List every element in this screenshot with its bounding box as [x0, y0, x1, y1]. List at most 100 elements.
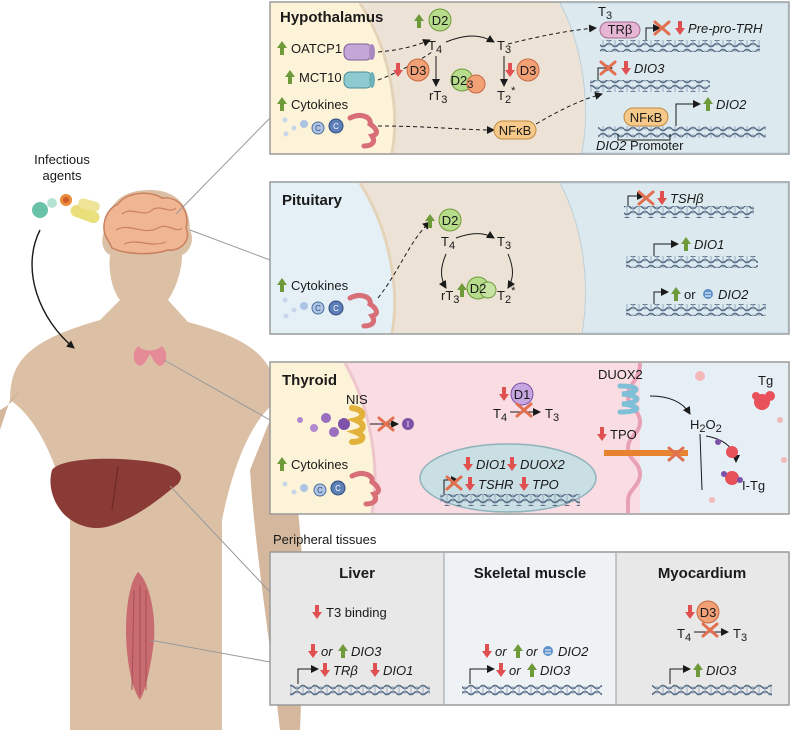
myo-d3-label: D3 [700, 605, 717, 620]
duox2-gene-label: DUOX2 [520, 457, 566, 472]
nfkb-label: NFκB [499, 123, 532, 138]
iodide-label: I [407, 420, 409, 429]
svg-text:C: C [315, 124, 321, 133]
h2o2-arrow [649, 395, 691, 415]
connector-thyroid [163, 359, 271, 421]
transport-arrow [377, 39, 431, 53]
signal-arrow [377, 221, 431, 299]
pituitary-dio2-label: DIO2 [718, 287, 749, 302]
myocardium-title: Myocardium [658, 565, 746, 582]
d3-left-label: D3 [410, 63, 427, 78]
pituitary-d2-top-label: D2 [442, 213, 459, 228]
liver-or-label: or [321, 644, 333, 659]
nis-transporter-icon [346, 405, 366, 445]
dna-strand [652, 684, 772, 696]
rt3-label: rT3 [429, 88, 447, 106]
t2-label: T2* [497, 85, 516, 106]
dio3-label: DIO3 [634, 61, 665, 76]
thyroglobulin-icon [695, 371, 787, 503]
d2-label: D2 [432, 13, 449, 28]
d1-label: D1 [514, 387, 531, 402]
tpo-label: TPO [610, 427, 637, 442]
svg-text:C: C [317, 486, 323, 495]
connector-pituitary [189, 229, 271, 261]
liver-dio1-label: DIO1 [383, 663, 413, 678]
dna-strand [626, 304, 766, 316]
dna-strand [624, 206, 754, 218]
conversion-arrow [445, 35, 495, 43]
promoter-arrow [645, 24, 661, 40]
promoter-arrow [297, 665, 319, 684]
dio2-label: DIO2 [716, 97, 747, 112]
brain-icon [103, 192, 189, 255]
d3-enzyme-icon [406, 58, 430, 82]
muscle-dio2-label: DIO2 [558, 644, 589, 659]
t3-nuclear-label: T3 [598, 4, 612, 22]
myo-t4-label: T4 [677, 626, 691, 644]
thyroid-t3-label: T3 [545, 406, 559, 424]
t4-label: T4 [428, 38, 442, 56]
thyroid-t4-label: T4 [493, 406, 507, 424]
dna-strand [626, 256, 758, 268]
itg-label: I-Tg [742, 478, 765, 493]
oatcp1-label: OATCP1 [291, 41, 342, 56]
d3-enzyme-icon [696, 600, 720, 624]
cytokine-receptor-icon [349, 471, 381, 507]
liver-title: Liver [339, 565, 375, 582]
thyroid-icon [133, 346, 167, 366]
tpo-gene-label: TPO [532, 477, 559, 492]
svg-text:C: C [335, 484, 341, 493]
promoter-arrow [653, 288, 669, 304]
trb-receptor-icon [599, 21, 641, 39]
nfkb-icon [493, 120, 537, 140]
tg-label: Tg [758, 373, 773, 388]
d2-enzyme-icon [428, 8, 452, 32]
duox2-label: DUOX2 [598, 367, 643, 382]
svg-text:C: C [315, 304, 321, 313]
iodide-icon [402, 418, 414, 430]
conversion-arrow [438, 253, 447, 289]
thyroid-panel [269, 361, 790, 515]
dna-strand [590, 80, 710, 92]
peripheral-panel [269, 551, 790, 706]
myo-t3-label: T3 [733, 626, 747, 644]
promoter-arrow [675, 100, 701, 126]
pituitary-t2-label: T2* [497, 285, 516, 306]
muscle-or1-label: or [495, 644, 507, 659]
conversion-arrow [507, 253, 516, 289]
cytokine-receptor-icon [347, 293, 379, 329]
pituitary-dio1-label: DIO1 [694, 237, 724, 252]
dna-strand [600, 40, 760, 52]
muscle-dio3-label: DIO3 [540, 663, 571, 678]
promoter-arrow [669, 665, 691, 684]
d1-enzyme-icon [510, 382, 534, 406]
muscle-or2-label: or [526, 644, 538, 659]
dio2-promoter-label: DIO2 Promoter [596, 138, 684, 153]
pituitary-t3-label: T3 [497, 234, 511, 252]
pituitary-title: Pituitary [282, 192, 343, 209]
dna-strand [598, 126, 766, 138]
pituitary-t4-label: T4 [441, 234, 455, 252]
connector-muscle [149, 639, 271, 663]
connector-hypothalamus [175, 117, 271, 215]
unchanged-icon [703, 289, 713, 299]
muscle-or3-label: or [509, 663, 521, 678]
signal-arrow [535, 91, 603, 125]
promoter-arrow [469, 665, 495, 684]
dna-strand [462, 684, 602, 696]
liver-trb-label: TRβ [333, 663, 358, 678]
d2-enzyme-icon [438, 208, 462, 232]
myo-dio3-label: DIO3 [706, 663, 737, 678]
liver-icon [50, 458, 181, 529]
connector-liver [169, 485, 271, 593]
tpo-enzyme-icon [604, 450, 688, 456]
transporter-mct10-icon [343, 71, 375, 89]
promoter-arrow [653, 240, 679, 256]
liver-dio3-label: DIO3 [351, 644, 382, 659]
muscle-icon [126, 572, 155, 700]
t3-transport-arrow [507, 24, 597, 45]
tshr-gene-label: TSHR [478, 477, 513, 492]
promoter-arrow [443, 476, 459, 494]
svg-text:C: C [333, 122, 339, 131]
cytokine-dots-icon: C C [282, 297, 344, 319]
